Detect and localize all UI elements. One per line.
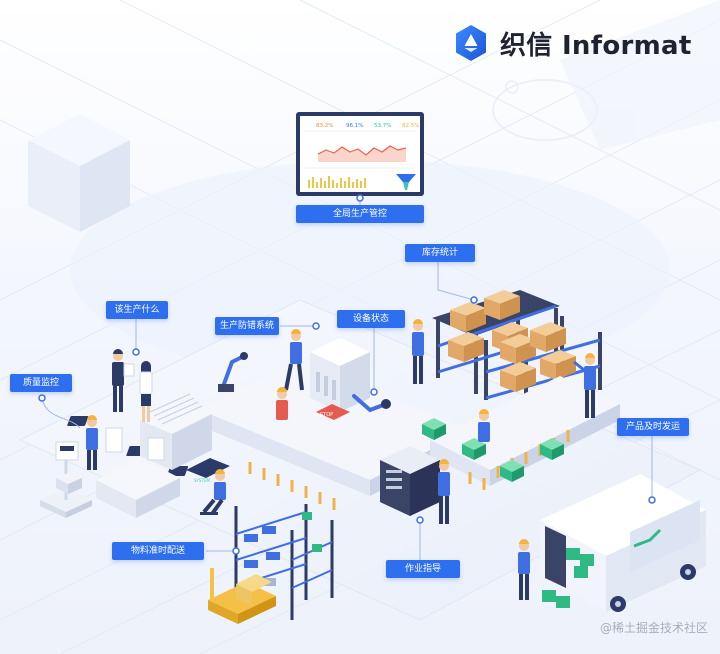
tag-delivery[interactable]: 产品及时发运 <box>617 418 689 436</box>
kpi-4: 82.5% <box>402 123 419 129</box>
tag-overall-control[interactable]: 全局生产管控 <box>296 205 424 223</box>
stop-sign-text: STOP <box>320 412 333 418</box>
workstation-screen-text: SYSTEM <box>194 478 210 483</box>
worker-seated <box>200 469 226 516</box>
tag-quality[interactable]: 质量监控 <box>10 374 72 392</box>
brand-logo: 织信 Informat <box>454 22 692 64</box>
worker-warehouse-1 <box>412 319 424 384</box>
tag-production-plan[interactable]: 该生产什么 <box>106 301 168 319</box>
kpi-1: 83.2% <box>316 123 333 129</box>
tag-equipment-status[interactable]: 设备状态 <box>337 310 405 328</box>
quality-scale <box>40 427 180 518</box>
tag-error-proofing[interactable]: 生产防错系统 <box>215 317 279 335</box>
worker-line <box>276 387 288 420</box>
kpi-3: 53.7% <box>374 123 391 129</box>
worker-woman <box>139 361 153 422</box>
machines: SYSTEM STOP <box>140 338 440 516</box>
worker-delivery <box>518 539 530 600</box>
workers <box>86 319 596 600</box>
tag-work-guide[interactable]: 作业指导 <box>386 560 460 578</box>
worker-manager <box>112 349 135 412</box>
forklift <box>208 568 276 624</box>
tag-material[interactable]: 物料准时配送 <box>112 542 204 560</box>
worker-operator <box>284 329 304 391</box>
decorative-cube <box>28 114 130 232</box>
green-parts <box>422 418 564 482</box>
callout-connectors <box>41 196 653 560</box>
worker-packing <box>478 409 490 442</box>
worker-quality <box>86 415 98 470</box>
brand-name: 织信 Informat <box>500 30 692 61</box>
callout-dots <box>38 194 656 555</box>
decorative-shapes <box>492 0 720 150</box>
dashboard-monitor: 83.2% 96.1% 53.7% 82.5% <box>296 112 424 196</box>
hexagon-logo-icon <box>456 25 486 61</box>
tag-inventory[interactable]: 库存统计 <box>405 244 475 262</box>
kpi-2: 96.1% <box>346 123 363 129</box>
worker-warehouse-2 <box>573 353 596 418</box>
delivery-truck <box>540 474 706 612</box>
worker-guide <box>438 459 450 524</box>
watermark: @稀土掘金技术社区 <box>599 621 708 635</box>
